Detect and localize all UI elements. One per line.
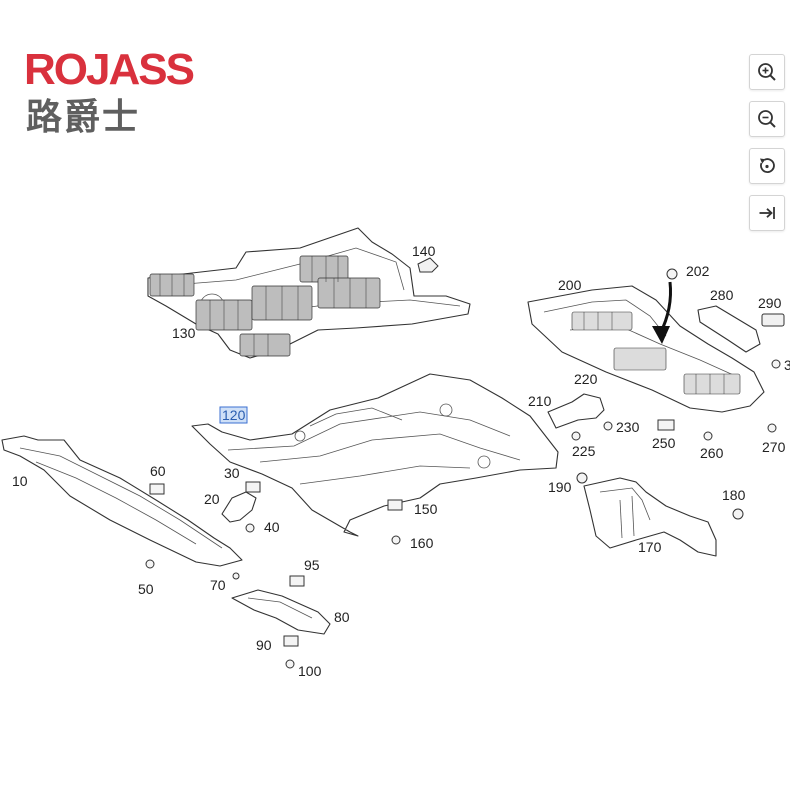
callout-160: 160 — [410, 535, 434, 551]
rotate-button[interactable] — [749, 148, 785, 184]
rotate-icon — [760, 158, 775, 173]
callout-50: 50 — [138, 581, 154, 597]
part-280 — [697, 305, 761, 353]
callout-100: 100 — [298, 663, 322, 679]
part-120 — [191, 373, 559, 537]
callout-200: 200 — [558, 277, 582, 293]
callout-260: 260 — [700, 445, 724, 461]
callout-220: 220 — [574, 371, 598, 387]
viewer-toolbar — [749, 54, 785, 242]
brand-name-en: ROJASS — [24, 45, 195, 94]
callout-120: 120 — [222, 407, 246, 423]
callout-70: 70 — [210, 577, 226, 593]
part-140 — [417, 257, 439, 273]
fasteners — [145, 268, 781, 669]
callout-210: 210 — [528, 393, 552, 409]
callout-40: 40 — [264, 519, 280, 535]
callout-225: 225 — [572, 443, 596, 459]
callout-190: 190 — [548, 479, 572, 495]
callout-10: 10 — [12, 473, 28, 489]
part-220 — [547, 393, 605, 429]
part-130 — [147, 227, 471, 359]
zoom-in-icon — [758, 63, 776, 81]
callout-3: 3 — [784, 357, 790, 373]
callout-30: 30 — [224, 465, 240, 481]
callout-130: 130 — [172, 325, 196, 341]
brand-name-cn: 路爵士 — [26, 97, 141, 138]
callout-250: 250 — [652, 435, 676, 451]
callout-170: 170 — [638, 539, 662, 555]
arrow-to-edge-icon — [759, 207, 775, 219]
part-80 — [231, 589, 331, 635]
zoom-out-icon — [758, 110, 776, 128]
callout-60: 60 — [150, 463, 166, 479]
part-10 — [1, 435, 243, 567]
callout-202: 202 — [686, 263, 710, 279]
part-200 — [527, 281, 765, 413]
callout-95: 95 — [304, 557, 320, 573]
part-20 — [221, 491, 257, 523]
callout-highlight — [219, 406, 248, 424]
part-170 — [583, 477, 717, 557]
callout-20: 20 — [204, 491, 220, 507]
callout-230: 230 — [616, 419, 640, 435]
callout-140: 140 — [412, 243, 436, 259]
callout-150: 150 — [414, 501, 438, 517]
callout-80: 80 — [334, 609, 350, 625]
zoom-out-button[interactable] — [749, 101, 785, 137]
callout-90: 90 — [256, 637, 272, 653]
callout-280: 280 — [710, 287, 734, 303]
brand-logo: ROJASS 路爵士 — [24, 48, 224, 148]
fit-button[interactable] — [749, 195, 785, 231]
callout-270: 270 — [762, 439, 786, 455]
callout-290: 290 — [758, 295, 782, 311]
callout-180: 180 — [722, 487, 746, 503]
zoom-in-button[interactable] — [749, 54, 785, 90]
part-290 — [761, 313, 785, 327]
